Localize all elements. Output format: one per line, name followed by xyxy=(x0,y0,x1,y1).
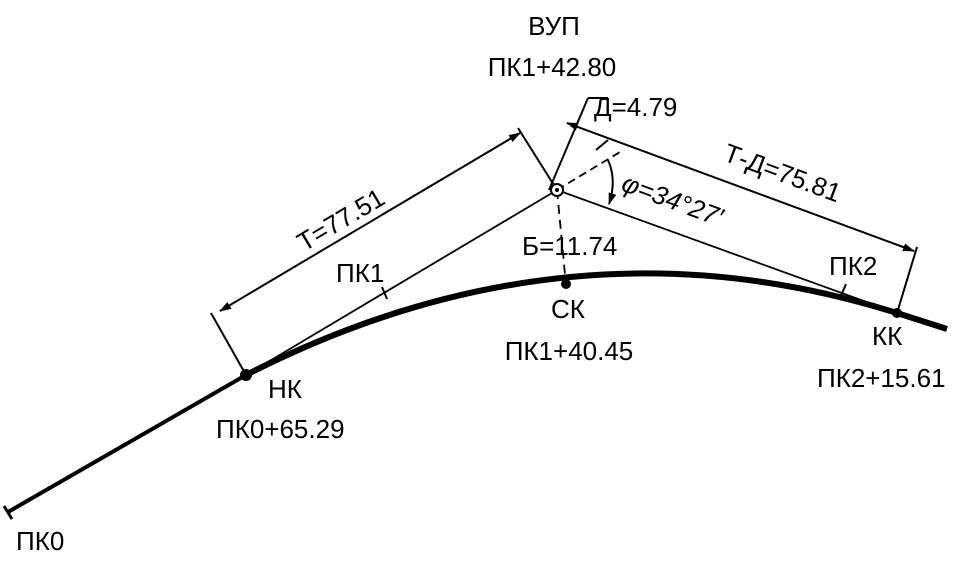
tangent-extension-right xyxy=(517,127,558,191)
vup-point-center xyxy=(555,188,559,192)
bisector-line xyxy=(556,189,567,286)
t-d-dimension-line xyxy=(566,122,915,252)
domer-short-tick xyxy=(595,139,609,151)
nk-label: НК xyxy=(268,374,302,404)
tangent-dimension-line xyxy=(219,132,521,312)
pk0-label: ПК0 xyxy=(16,526,64,556)
angle-arc xyxy=(607,159,617,205)
circular-curve xyxy=(244,270,898,378)
kk-label: КК xyxy=(872,321,902,351)
angle-reference-line xyxy=(556,151,621,191)
route-start-line xyxy=(7,373,247,514)
domer-label: Д=4.79 xyxy=(594,92,677,122)
sk-picket: ПК1+40.45 xyxy=(505,336,634,366)
route-end-line xyxy=(896,310,948,332)
t-d-label: Т-Д=75.81 xyxy=(720,137,845,208)
domer-leader-line xyxy=(548,97,589,191)
kk-point xyxy=(892,308,902,318)
vup-picket: ПК1+42.80 xyxy=(488,52,617,82)
t-d-extension-right xyxy=(896,246,918,314)
sk-label: СК xyxy=(551,294,585,324)
vup-label: ВУП xyxy=(528,11,580,41)
pk2-label: ПК2 xyxy=(829,251,877,281)
pk0-tick xyxy=(2,505,14,520)
pk1-label: ПК1 xyxy=(336,258,384,288)
pk2-tick xyxy=(839,283,847,299)
bisector-label: Б=11.74 xyxy=(522,231,617,261)
sk-point xyxy=(561,279,571,289)
tangent-extension-left xyxy=(210,312,247,376)
nk-point xyxy=(240,369,252,381)
kk-picket: ПК2+15.61 xyxy=(817,363,946,393)
nk-picket: ПК0+65.29 xyxy=(216,414,345,444)
